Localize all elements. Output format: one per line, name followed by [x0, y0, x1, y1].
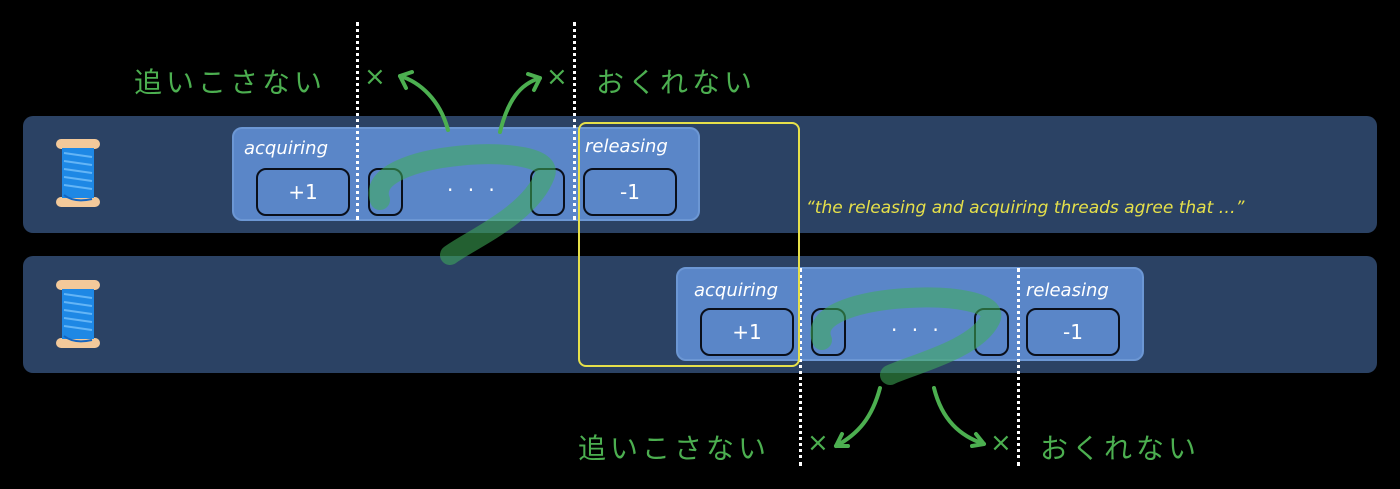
acquire-boundary-line — [356, 22, 359, 220]
decrement-slot: -1 — [1026, 308, 1120, 356]
acquiring-label: acquiring — [244, 138, 328, 159]
cross-mark: × — [364, 62, 386, 92]
acquiring-label: acquiring — [694, 280, 778, 301]
acquire-boundary-line — [799, 268, 802, 466]
spool-of-thread-icon — [56, 139, 100, 207]
decrement-slot: -1 — [583, 168, 677, 216]
ellipsis: · · · — [447, 178, 499, 202]
agreement-quote: “the releasing and acquiring threads agr… — [806, 198, 1245, 218]
no-fall-behind-note: おくれない — [596, 66, 757, 99]
spool-of-thread-icon — [56, 280, 100, 348]
release-boundary-line — [1017, 268, 1020, 466]
cross-mark: × — [807, 428, 829, 458]
increment-slot: +1 — [700, 308, 794, 356]
highlight-box — [578, 122, 800, 367]
cross-mark: × — [990, 428, 1012, 458]
ellipsis: · · · — [891, 318, 943, 342]
release-boundary-line — [573, 22, 576, 220]
releasing-label: releasing — [585, 136, 668, 157]
no-fall-behind-note: おくれない — [1040, 432, 1201, 465]
increment-slot: +1 — [256, 168, 350, 216]
no-overtake-note: 追いこさない — [578, 432, 771, 465]
no-overtake-note: 追いこさない — [134, 66, 327, 99]
releasing-label: releasing — [1026, 280, 1109, 301]
cross-mark: × — [546, 62, 568, 92]
